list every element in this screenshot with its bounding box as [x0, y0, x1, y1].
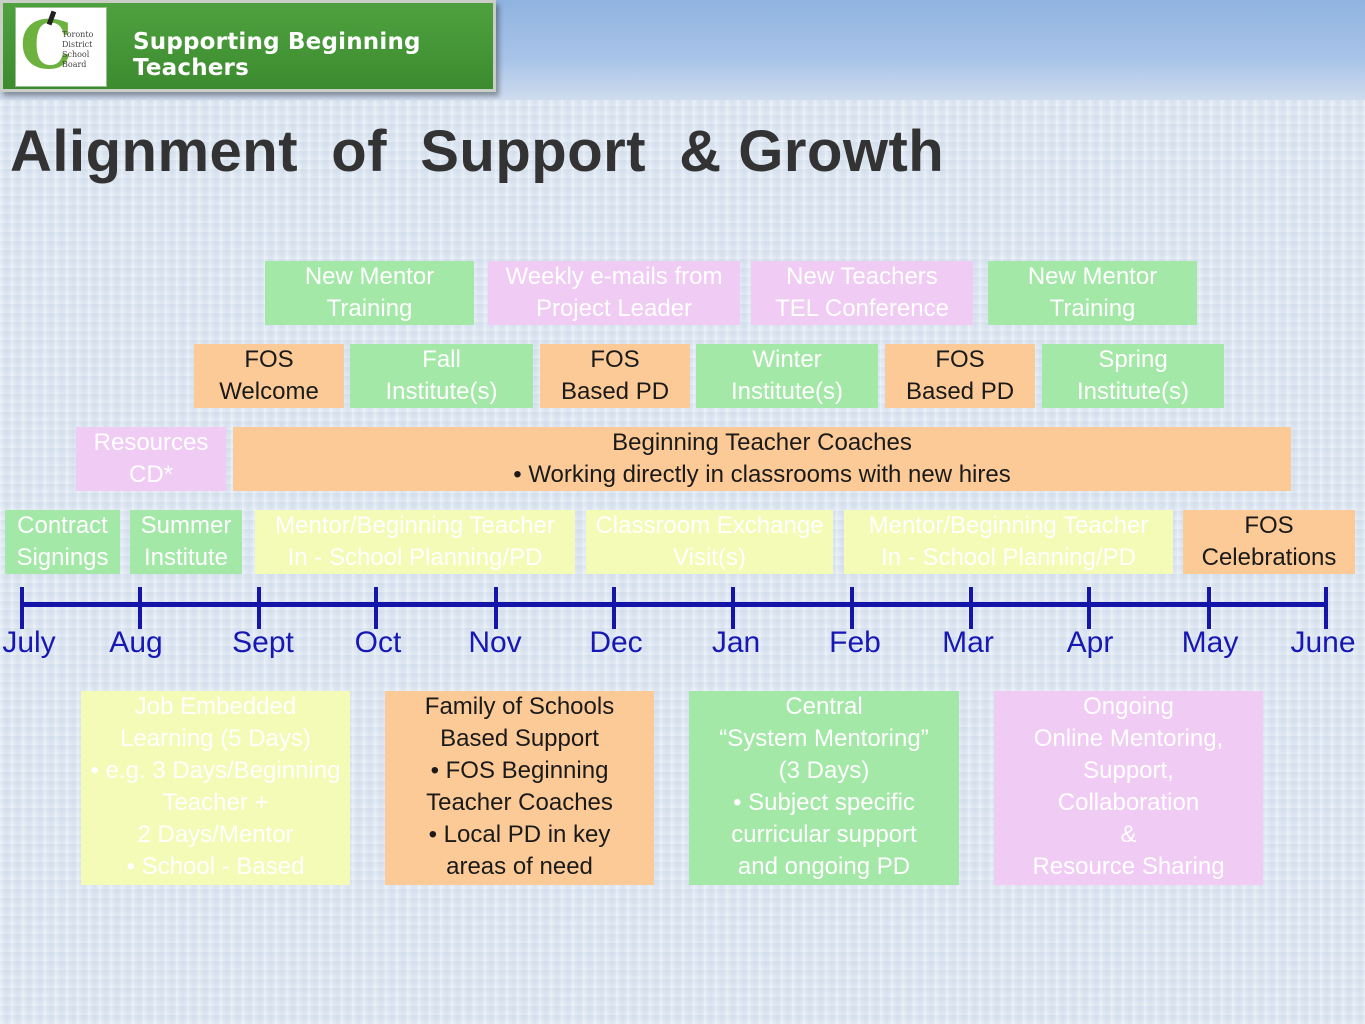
- month-label-apr: Apr: [1066, 626, 1114, 659]
- timeline-tick: [850, 587, 854, 629]
- timeline-tick: [969, 587, 973, 629]
- banner-title: Supporting Beginning Teachers: [133, 29, 421, 81]
- month-label-june: June: [1290, 626, 1356, 659]
- row4-box-2: Summer Institute: [130, 510, 242, 574]
- row4-box-3: Mentor/Beginning Teacher In - School Pla…: [255, 510, 575, 574]
- row3-box-1: Resources CD*: [76, 427, 226, 491]
- row2-box-5: FOS Based PD: [885, 344, 1035, 408]
- month-label-aug: Aug: [109, 626, 163, 659]
- bottom-box-family-of-schools: Family of Schools Based Support • FOS Be…: [385, 691, 654, 885]
- timeline-tick: [20, 587, 24, 629]
- timeline-tick: [494, 587, 498, 629]
- month-label-sept: Sept: [232, 626, 294, 659]
- row1-box-2: Weekly e-mails from Project Leader: [488, 261, 740, 325]
- row4-box-5: Mentor/Beginning Teacher In - School Pla…: [844, 510, 1173, 574]
- row1-box-4: New Mentor Training: [988, 261, 1197, 325]
- row4-box-4: Classroom Exchange Visit(s): [586, 510, 833, 574]
- row2-box-1: FOS Welcome: [194, 344, 344, 408]
- month-label-jan: Jan: [711, 626, 761, 659]
- timeline-tick: [731, 587, 735, 629]
- month-label-oct: Oct: [354, 626, 402, 659]
- bottom-box-ongoing: Ongoing Online Mentoring, Support, Colla…: [994, 691, 1263, 885]
- bottom-box-central: Central “System Mentoring” (3 Days) • Su…: [689, 691, 959, 885]
- row1-box-3: New Teachers TEL Conference: [751, 261, 973, 325]
- row1-box-1: New Mentor Training: [265, 261, 474, 325]
- month-label-july: July: [2, 626, 56, 659]
- row2-box-2: Fall Institute(s): [350, 344, 533, 408]
- month-label-may: May: [1181, 626, 1239, 659]
- timeline-tick: [138, 587, 142, 629]
- row2-box-3: FOS Based PD: [540, 344, 690, 408]
- row4-box-6: FOS Celebrations: [1183, 510, 1355, 574]
- month-label-mar: Mar: [942, 626, 994, 659]
- row4-box-1: Contract Signings: [5, 510, 120, 574]
- timeline-tick: [1207, 587, 1211, 629]
- timeline-tick: [1324, 587, 1328, 629]
- row3-box-2: Beginning Teacher Coaches • Working dire…: [233, 427, 1291, 491]
- timeline-tick: [374, 587, 378, 629]
- bottom-box-job-embedded: Job Embedded Learning (5 Days) • e.g. 3 …: [81, 691, 350, 885]
- row2-box-4: Winter Institute(s): [696, 344, 878, 408]
- row2-box-6: Spring Institute(s): [1042, 344, 1224, 408]
- month-label-dec: Dec: [589, 626, 643, 659]
- timeline-tick: [257, 587, 261, 629]
- timeline-axis: [22, 602, 1328, 607]
- timeline-tick: [1087, 587, 1091, 629]
- month-label-nov: Nov: [468, 626, 522, 659]
- month-label-feb: Feb: [829, 626, 881, 659]
- timeline-tick: [612, 587, 616, 629]
- page-title: Alignment of Support & Growth: [10, 119, 945, 184]
